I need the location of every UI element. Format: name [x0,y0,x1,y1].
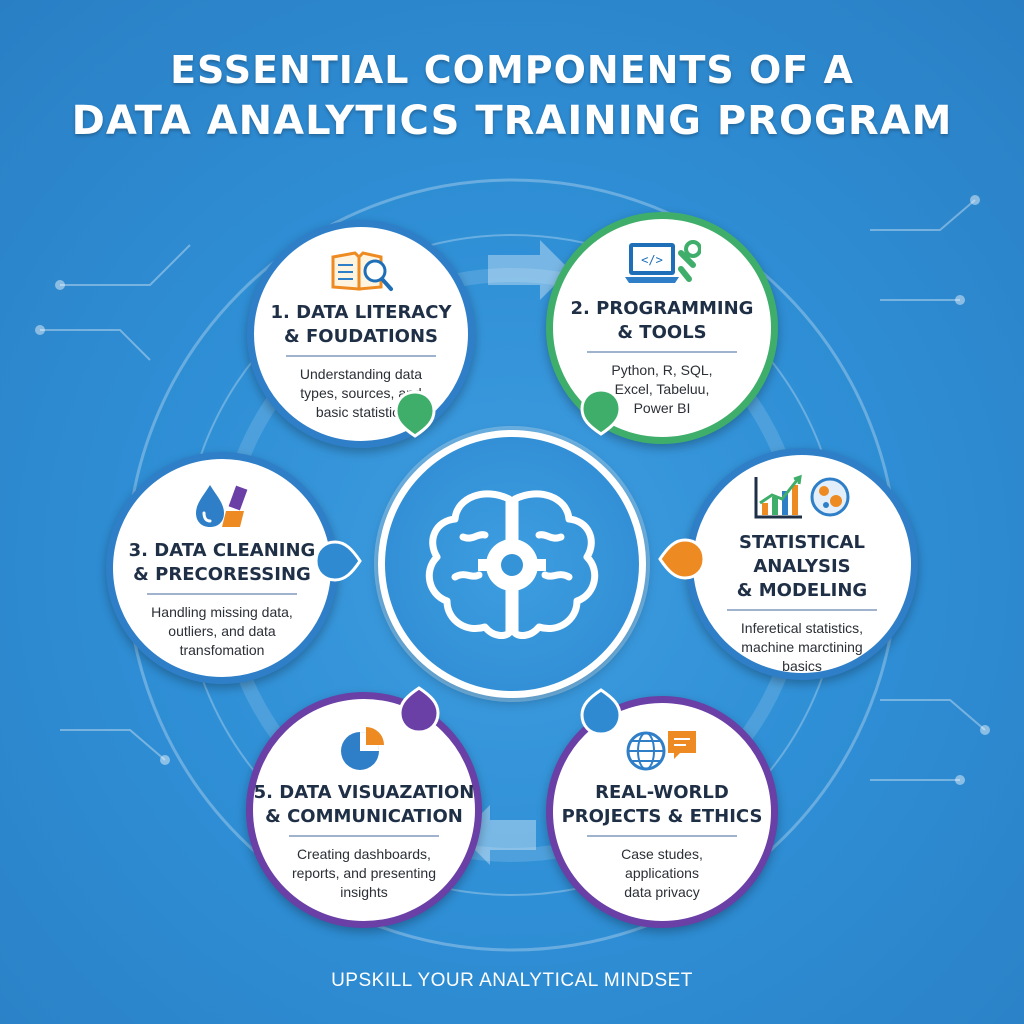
svg-text:</>: </> [641,253,663,267]
component-1-title: 1. DATA LITERACY & FOUDATIONS [270,302,452,347]
globe-chat-icon [626,731,696,771]
component-3-description: Handling missing data, outliers, and dat… [151,604,293,658]
divider [147,593,297,595]
component-card-3: 3. DATA CLEANING & PRECORESSING Handling… [106,452,338,684]
divider [587,835,737,837]
component-2-title: 2. PROGRAMMING & TOOLS [570,298,754,343]
footer-tagline: UPSKILL YOUR ANALYTICAL MINDSET [331,970,693,991]
component-3-title: 3. DATA CLEANING & PRECORESSING [128,540,316,585]
component-1-description: Understanding data types, sources, and b… [299,366,423,420]
component-5-title: 5. DATA VISUAZATION & COMMUNICATION [253,782,475,827]
component-6-description: Case studes, applications data privacy [621,846,703,900]
component-2-description: Python, R, SQL, Excel, Tabeluu, Power BI [611,362,713,416]
title-line-1: ESSENTIAL COMPONENTS OF A [170,48,854,92]
divider [286,355,436,357]
connector-pin-orange [658,538,706,580]
component-card-1: 1. DATA LITERACY & FOUDATIONS Understand… [247,220,475,448]
connector-pin-purple [398,686,440,734]
component-card-6: REAL-WORLD PROJECTS & ETHICS Case studes… [546,696,778,928]
component-card-5: 5. DATA VISUAZATION & COMMUNICATION Crea… [246,692,482,928]
laptop-code-wrench-icon: </> [625,240,701,283]
component-4-description: Inferetical statistics, machine marctini… [740,620,864,674]
component-6-title: REAL-WORLD PROJECTS & ETHICS [561,782,763,827]
component-5-description: Creating dashboards, reports, and presen… [292,846,436,900]
component-4-title: STATISTICAL ANALYSIS & MODELING [736,532,868,601]
brain-gear-icon [425,490,599,639]
connector-pin-green [580,388,622,436]
divider [289,835,439,837]
connector-pin-green [394,390,436,438]
center-hub [378,430,646,698]
connector-pin-blue [314,540,362,582]
connector-pin-blue [580,688,622,736]
divider [587,351,737,353]
book-magnifier-icon [331,251,393,291]
drop-brush-icon [196,485,248,527]
pie-chart-icon [341,727,384,770]
chart-brain-icon [754,474,850,519]
title-line-2: DATA ANALYTICS TRAINING PROGRAM [71,98,953,144]
component-card-4: STATISTICAL ANALYSIS & MODELING Infereti… [686,448,918,680]
divider [727,609,877,611]
